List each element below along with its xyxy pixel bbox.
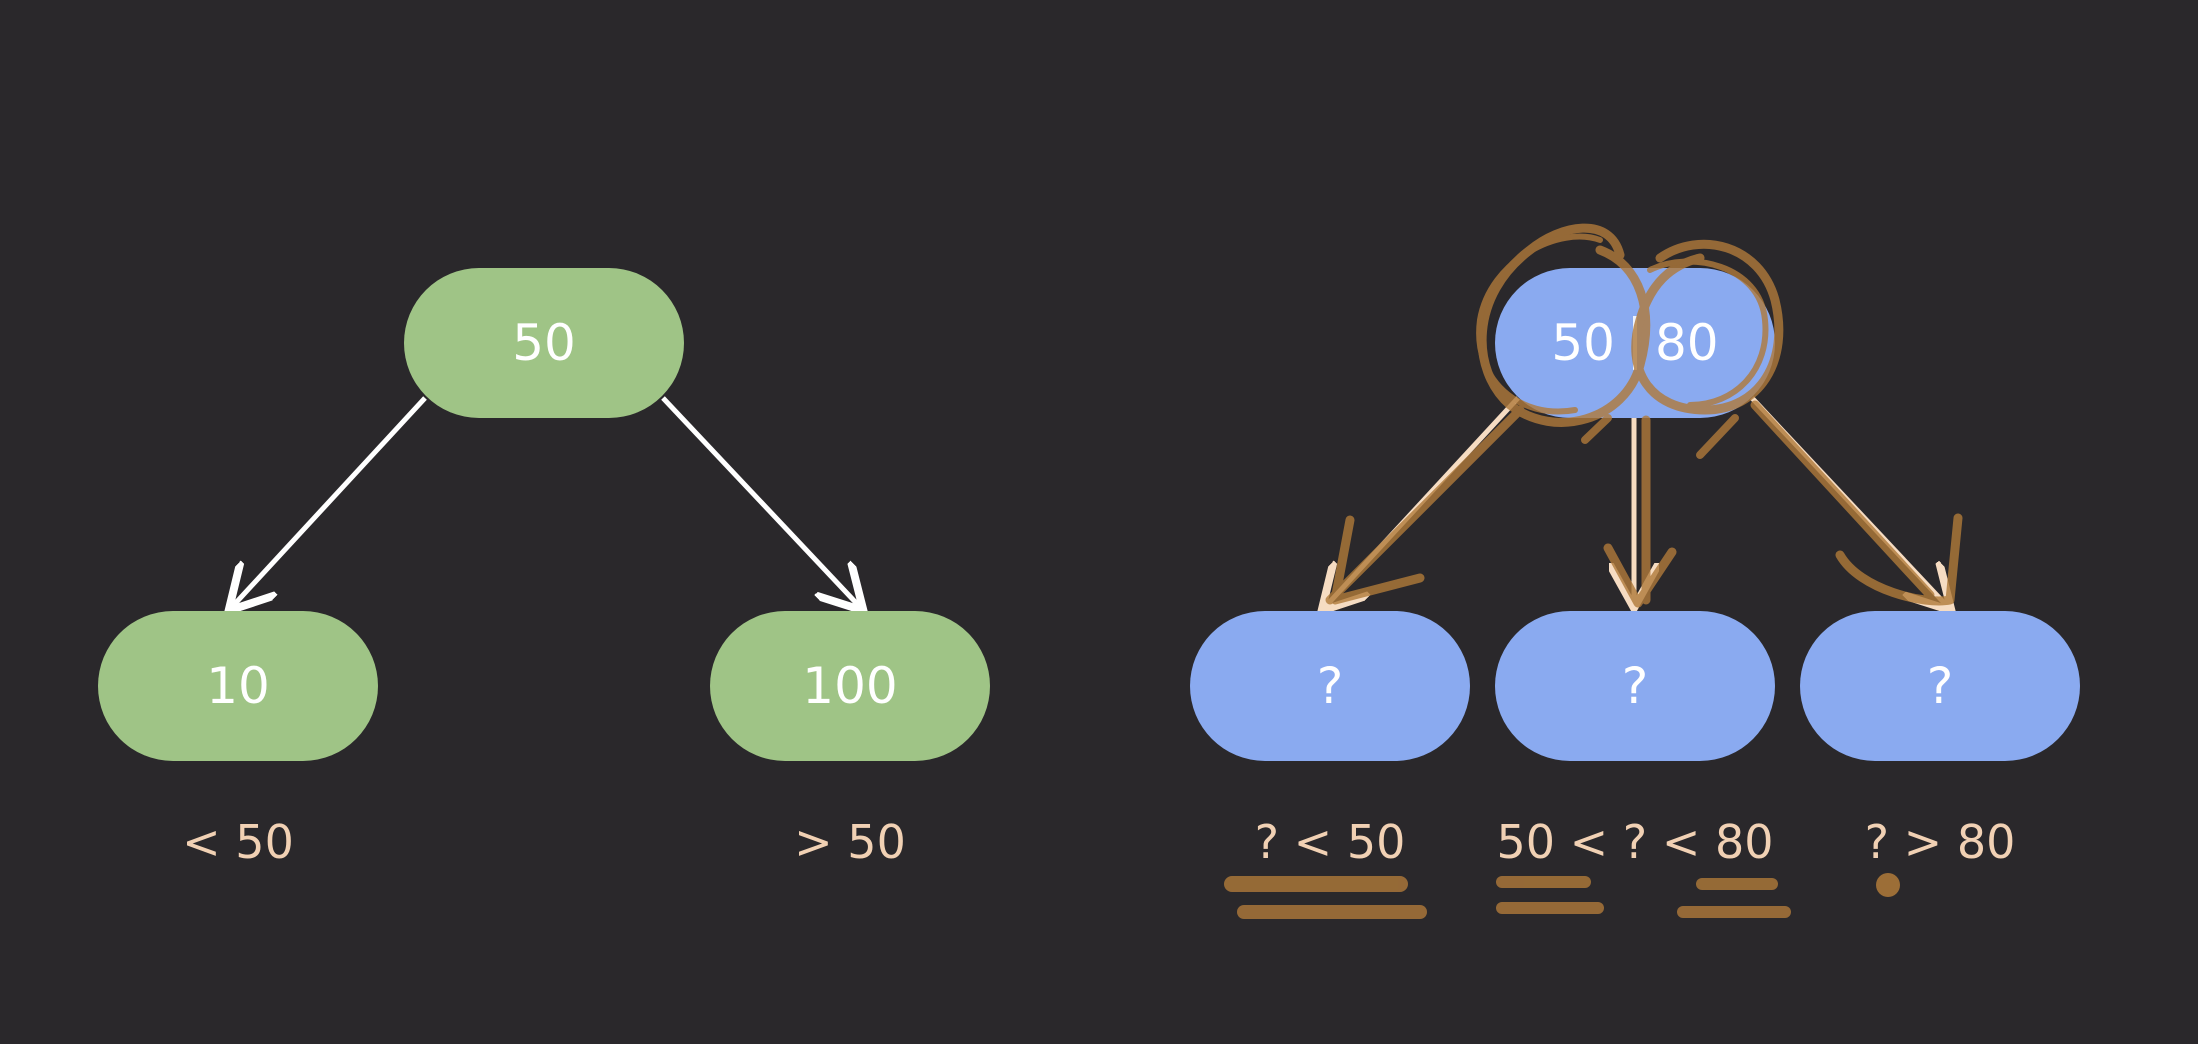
btree-left-range-label: ? < 50 <box>1254 815 1406 869</box>
btree-child-left-value: ? <box>1316 657 1344 715</box>
edge-btree-root-right <box>1750 396 1948 607</box>
btree-root-right-key: 80 <box>1655 314 1719 372</box>
btree-child-right-value: ? <box>1926 657 1954 715</box>
btree-child-middle-value: ? <box>1621 657 1649 715</box>
btree-right-range-label: ? > 80 <box>1864 815 2016 869</box>
bst-right-node: 100 <box>710 611 990 761</box>
edge-bst-root-left <box>232 396 427 607</box>
bst-root-value: 50 <box>512 314 576 372</box>
btree-child-left: ? <box>1190 611 1470 761</box>
bst-right-range-label: > 50 <box>794 815 906 869</box>
btree-middle-range-label: 50 < ? < 80 <box>1496 815 1774 869</box>
btree-child-middle: ? <box>1495 611 1775 761</box>
bst-left-value: 10 <box>206 657 270 715</box>
btree-root-left-key: 50 <box>1551 314 1615 372</box>
edge-btree-root-left <box>1325 396 1520 607</box>
key-separator <box>1633 316 1637 370</box>
btree-child-right: ? <box>1800 611 2080 761</box>
bst-right-value: 100 <box>802 657 898 715</box>
bst-left-node: 10 <box>98 611 378 761</box>
btree-root-node: 50 80 <box>1495 268 1775 418</box>
bst-left-range-label: < 50 <box>182 815 294 869</box>
edge-bst-root-right <box>661 396 860 607</box>
bst-root-node: 50 <box>404 268 684 418</box>
